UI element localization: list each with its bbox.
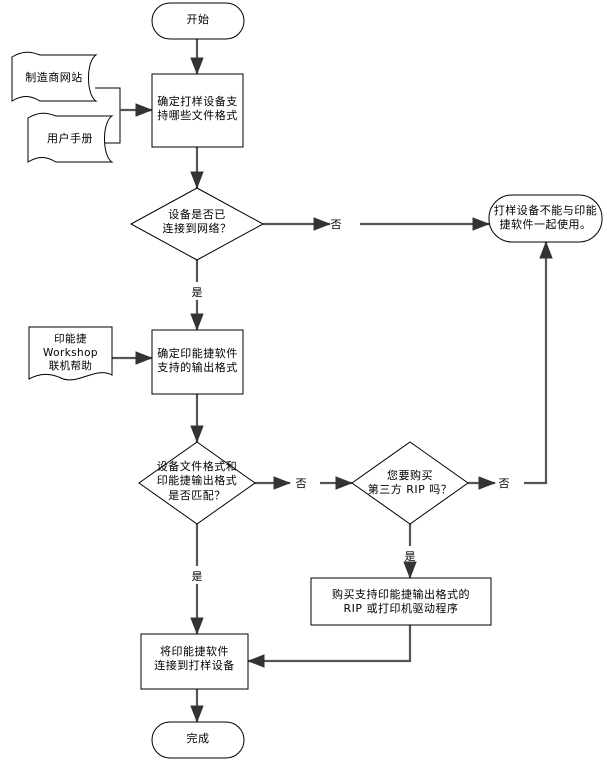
node-end[interactable] [151,721,245,759]
node-proc-buy-rip[interactable] [310,577,492,626]
node-proc-output[interactable] [151,329,244,395]
node-term-incompatible[interactable] [488,194,603,243]
connector-rip-no-to-terminator [524,241,553,485]
branch-label-network-no: 否 [330,218,342,231]
node-doc-manufacturer[interactable] [11,51,98,102]
branch-label-rip-no: 否 [498,477,510,490]
node-dec-rip[interactable] [351,441,469,525]
node-doc-help[interactable] [28,326,113,381]
branch-label-rip-yes: 是 [404,550,416,563]
branch-label-match-yes: 是 [191,570,203,583]
node-proc-formats[interactable] [151,73,244,148]
node-dec-match[interactable] [138,441,256,525]
node-start[interactable] [151,2,245,40]
connector-buyrip-to-connect [247,625,412,668]
node-dec-network[interactable] [129,187,265,261]
node-doc-manual[interactable] [27,112,114,163]
branch-label-match-no: 否 [295,477,307,490]
node-proc-connect[interactable] [140,633,249,690]
branch-label-network-yes: 是 [191,286,203,299]
connector-docs-bracket [95,87,121,144]
